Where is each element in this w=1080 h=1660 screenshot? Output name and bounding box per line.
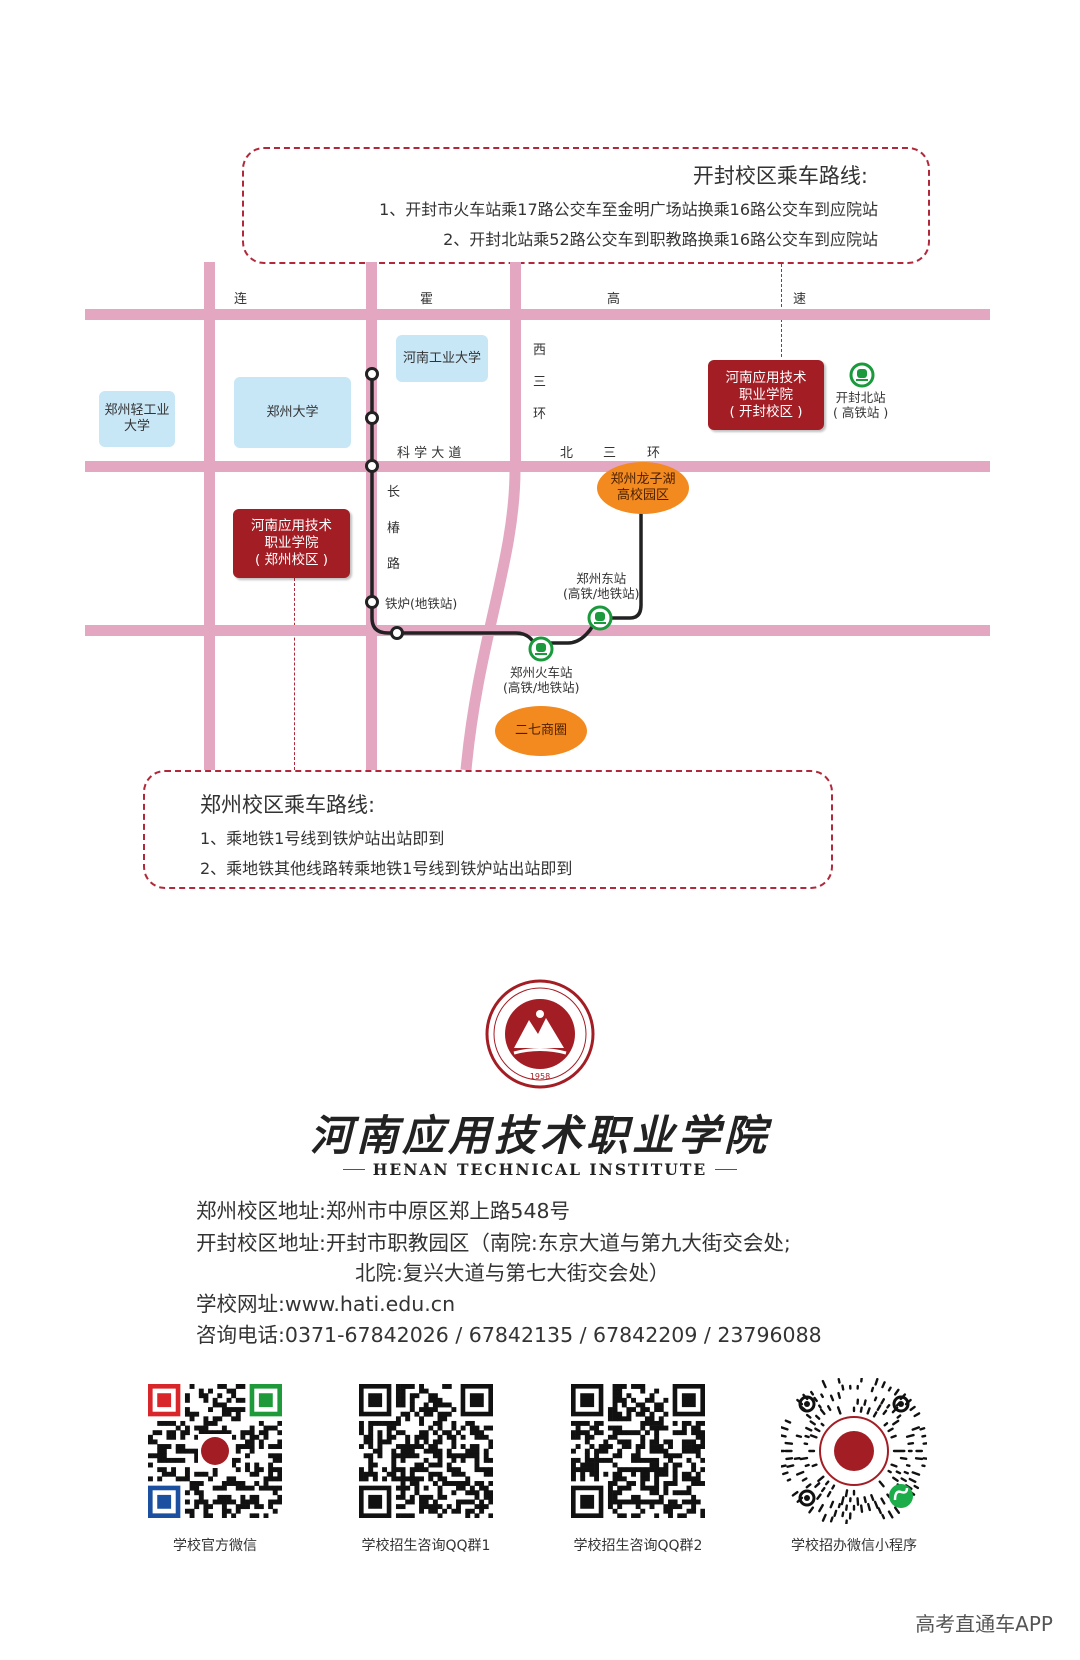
road-lianhuo-expressway	[85, 309, 990, 320]
road-south	[85, 625, 990, 636]
school-emblem: 1958	[485, 979, 595, 1089]
road-kexue-avenue	[85, 461, 990, 472]
zhengzhou-railway-station-type: (高铁/地铁站)	[503, 680, 580, 695]
metro-stop	[365, 411, 379, 425]
zhengzhou-campus-line-2: 职业学院	[264, 535, 319, 551]
zhengzhou-route-line-1: 1、乘地铁1号线到铁炉站出站即到	[200, 829, 445, 848]
website-row: 学校网址:www.hati.edu.cn	[196, 1287, 455, 1317]
kaifeng-campus-line-3: ( 开封校区 )	[729, 403, 803, 420]
qr-code-qq-group-2	[571, 1384, 706, 1519]
phone-label: 咨询电话:	[196, 1323, 285, 1347]
qr-qq-group-1[interactable]	[359, 1384, 494, 1522]
metro-stop	[365, 367, 379, 381]
kaifeng-address-2: 北院:复兴大道与第七大街交会处）	[355, 1261, 670, 1285]
road-label-san2: 三	[603, 446, 617, 461]
road-label-lian: 连	[234, 292, 248, 307]
zhengzhou-address: 郑州市中原区郑上路548号	[325, 1199, 571, 1223]
phone-row: 咨询电话:0371-67842026 / 67842135 / 67842209…	[196, 1318, 822, 1348]
qr-mini-program[interactable]	[776, 1373, 932, 1528]
road-west-third-ring	[510, 262, 521, 472]
zhengzhou-railway-station-label: 郑州火车站 (高铁/地铁站)	[503, 665, 579, 695]
road-label-xi: 西	[533, 343, 547, 358]
kaifeng-address-row-2: 北院:复兴大道与第七大街交会处）	[355, 1256, 669, 1286]
kaifeng-route-line-1: 1、开封市火车站乘17路公交车至金明广场站换乘16路公交车到应院站	[379, 200, 878, 219]
zhengzhou-address-row: 郑州校区地址:郑州市中原区郑上路548号	[196, 1194, 570, 1224]
henan-university-of-technology: 河南工业大学	[396, 335, 488, 382]
zhengzhou-east-station-name: 郑州东站	[576, 571, 627, 586]
kaifeng-north-station-type: ( 高铁站 )	[833, 405, 889, 420]
website-label: 学校网址:	[196, 1292, 285, 1316]
road-label-chang: 长	[387, 485, 401, 500]
zhengzhou-campus-line-1: 河南应用技术	[251, 518, 332, 534]
kaifeng-route-title: 开封校区乘车路线:	[692, 164, 868, 188]
kaifeng-campus-marker: 河南应用技术 职业学院 ( 开封校区 )	[708, 360, 824, 430]
road-label-kexue: 科 学 大 道	[397, 446, 462, 461]
school-name-cn: 河南应用技术职业学院	[309, 1111, 770, 1160]
erqi-business-district: 二七商圈	[495, 706, 587, 756]
metro-stop-tielu	[365, 595, 379, 609]
qr-caption-official-wechat: 学校官方微信	[173, 1538, 257, 1554]
road-label-su: 速	[793, 292, 807, 307]
phone-numbers: 0371-67842026 / 67842135 / 67842209 / 23…	[284, 1323, 822, 1347]
road-label-gao: 高	[607, 292, 621, 307]
zhengzhou-connector	[294, 578, 295, 770]
kaifeng-address-row: 开封校区地址:开封市职教园区（南院:东京大道与第九大街交会处;	[196, 1226, 791, 1256]
road-label-huan2: 环	[647, 446, 661, 461]
longzihu-university-park: 郑州龙子湖 高校园区	[597, 462, 689, 514]
website-link[interactable]: www.hati.edu.cn	[284, 1292, 456, 1316]
road-label-bei: 北	[560, 446, 574, 461]
zhengzhou-route-title: 郑州校区乘车路线:	[200, 793, 376, 817]
kaifeng-address-label: 开封校区地址:	[196, 1231, 326, 1255]
tielu-station-label: 铁炉(地铁站)	[385, 596, 458, 611]
zhengzhou-route-box: 郑州校区乘车路线: 1、乘地铁1号线到铁炉站出站即到 2、乘地铁其他线路转乘地铁…	[143, 770, 833, 889]
road-label-san1: 三	[533, 375, 547, 390]
zhengzhou-east-station-type: (高铁/地铁站)	[563, 586, 640, 601]
qr-code-qq-group-1	[359, 1384, 494, 1519]
kaifeng-north-station-name: 开封北站	[835, 390, 886, 405]
divider-right	[715, 1168, 738, 1171]
qr-code-mini-program	[776, 1373, 932, 1525]
watermark: 高考直通车APP	[915, 1612, 1053, 1636]
kaifeng-route-box: 开封校区乘车路线: 1、开封市火车站乘17路公交车至金明广场站换乘16路公交车到…	[242, 147, 930, 264]
kaifeng-north-station-label: 开封北站 ( 高铁站 )	[833, 390, 888, 420]
kaifeng-north-station-icon	[849, 362, 875, 388]
longzihu-line-2: 高校园区	[616, 488, 669, 503]
qr-code-official-wechat	[148, 1384, 283, 1519]
zhengzhou-railway-station-icon	[528, 636, 554, 662]
kaifeng-campus-line-1: 河南应用技术	[725, 369, 807, 386]
qr-caption-qq-group-2: 学校招生咨询QQ群2	[573, 1538, 703, 1554]
road-label-huo: 霍	[420, 292, 434, 307]
qr-qq-group-2[interactable]	[571, 1384, 706, 1522]
zhengzhou-address-label: 郑州校区地址:	[196, 1199, 326, 1223]
metro-stop	[390, 626, 404, 640]
school-name-en-row: HENAN TECHNICAL INSTITUTE	[0, 1160, 1080, 1179]
zhengzhou-campus-line-3: ( 郑州校区 )	[254, 552, 329, 568]
qr-caption-mini-program: 学校招办微信小程序	[791, 1538, 917, 1554]
kaifeng-campus-line-2: 职业学院	[739, 386, 793, 403]
qr-caption-qq-group-1: 学校招生咨询QQ群1	[361, 1538, 491, 1554]
road-label-huan1: 环	[533, 407, 547, 422]
zhengzhou-light-industry-university: 郑州轻工业大学	[99, 391, 175, 447]
kaifeng-address-1: 开封市职教园区（南院:东京大道与第九大街交会处;	[325, 1231, 791, 1255]
road-label-lu: 路	[387, 557, 401, 572]
school-name-en: HENAN TECHNICAL INSTITUTE	[372, 1160, 708, 1179]
longzihu-line-1: 郑州龙子湖	[610, 472, 676, 487]
road-west	[204, 262, 215, 770]
zhengzhou-east-station-label: 郑州东站 (高铁/地铁站)	[563, 571, 639, 601]
zhengzhou-railway-station-name: 郑州火车站	[509, 665, 573, 680]
metro-stop	[365, 459, 379, 473]
qr-official-wechat[interactable]	[148, 1384, 283, 1522]
emblem-year: 1958	[530, 1072, 550, 1081]
kaifeng-route-line-2: 2、开封北站乘52路公交车到职教路换乘16路公交车到应院站	[443, 230, 878, 249]
zhengzhou-east-station-icon	[587, 605, 613, 631]
zhengzhou-route-line-2: 2、乘地铁其他线路转乘地铁1号线到铁炉站出站即到	[200, 859, 573, 878]
zhengzhou-university: 郑州大学	[234, 377, 351, 448]
divider-left	[342, 1168, 365, 1171]
road-label-chun: 椿	[387, 521, 401, 536]
zhengzhou-campus-marker: 河南应用技术 职业学院 ( 郑州校区 )	[233, 509, 350, 578]
